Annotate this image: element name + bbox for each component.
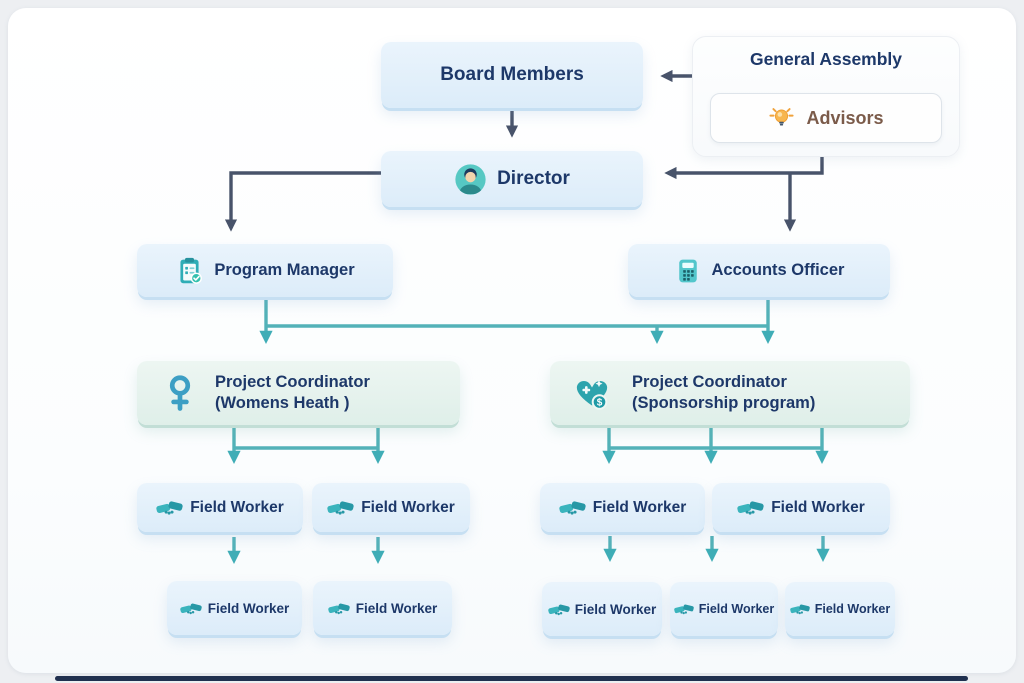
node-field-worker-6: Field Worker	[313, 581, 452, 635]
lightbulb-icon	[769, 107, 795, 126]
node-field-worker-1: Field Worker	[137, 483, 303, 532]
coordinator-2-label-line1: Project Coordinator	[632, 372, 787, 391]
field-worker-label: Field Worker	[361, 498, 455, 516]
node-field-worker-4: Field Worker	[712, 483, 890, 532]
field-worker-label: Field Worker	[698, 602, 775, 616]
node-field-worker-7: Field Worker	[542, 582, 662, 636]
accounts-officer-label: Accounts Officer	[711, 261, 845, 279]
handshake-icon	[789, 604, 810, 615]
person-avatar-icon	[455, 163, 486, 195]
handshake-icon	[737, 501, 764, 515]
field-worker-label: Field Worker	[355, 600, 438, 616]
general-assembly-label: General Assembly	[749, 49, 903, 69]
field-worker-label: Field Worker	[771, 498, 865, 516]
node-coordinator-sponsorship: $ Project Coordinator (Sponsorship progr…	[550, 361, 910, 425]
bottom-accent-bar	[55, 676, 968, 681]
advisors-label: Advisors	[806, 107, 884, 128]
coordinator-2-label-line2: (Sponsorship program)	[632, 394, 816, 412]
node-accounts-officer: Accounts Officer	[628, 244, 890, 297]
field-worker-label: Field Worker	[207, 600, 290, 616]
handshake-icon	[180, 603, 202, 614]
coordinator-1-label-line2: (Womens Heath )	[215, 394, 350, 412]
node-field-worker-3: Field Worker	[540, 483, 705, 532]
heart-dollar-icon: $	[576, 379, 608, 410]
handshake-icon	[327, 501, 354, 515]
director-label: Director	[497, 168, 570, 189]
svg-text:$: $	[597, 397, 603, 408]
node-advisors: Advisors	[710, 93, 942, 143]
handshake-icon	[559, 501, 586, 515]
handshake-icon	[673, 604, 694, 615]
node-general-assembly: General Assembly Advisors	[692, 36, 960, 157]
field-worker-label: Field Worker	[814, 602, 891, 616]
node-field-worker-8: Field Worker	[670, 582, 778, 636]
field-worker-label: Field Worker	[592, 498, 687, 516]
clipboard-check-icon	[180, 257, 203, 284]
handshake-icon	[548, 604, 570, 615]
node-program-manager: Program Manager	[137, 244, 393, 297]
calculator-icon	[678, 259, 697, 282]
field-worker-label: Field Worker	[574, 601, 657, 617]
board-members-label: Board Members	[440, 64, 584, 85]
node-board-members: Board Members	[381, 42, 643, 108]
coordinator-1-label-line1: Project Coordinator	[215, 372, 370, 391]
arrow-director-to-program-manager	[224, 171, 381, 232]
node-field-worker-9: Field Worker	[785, 582, 895, 636]
female-symbol-icon	[169, 375, 191, 411]
node-field-worker-5: Field Worker	[167, 581, 302, 635]
node-field-worker-2: Field Worker	[312, 483, 470, 532]
program-manager-label: Program Manager	[214, 261, 355, 279]
node-director: Director	[381, 151, 643, 207]
field-worker-label: Field Worker	[190, 498, 284, 516]
handshake-icon	[156, 501, 183, 515]
node-coordinator-womens-health: Project Coordinator (Womens Heath )	[137, 361, 460, 425]
handshake-icon	[328, 603, 350, 614]
